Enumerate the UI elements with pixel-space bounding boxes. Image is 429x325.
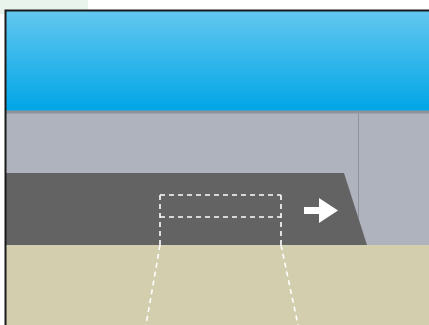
floor-band <box>5 245 429 325</box>
sky-band <box>5 10 429 111</box>
